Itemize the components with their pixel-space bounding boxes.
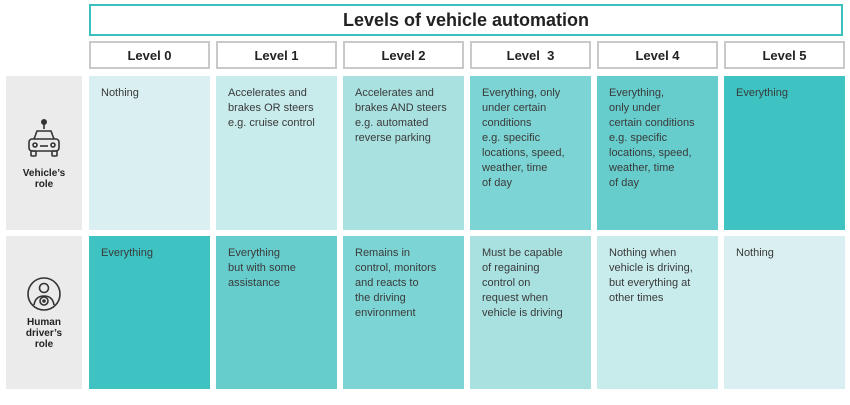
vehicle-role-label: Vehicle’s role [6, 76, 82, 230]
level-5-header: Level 5 [724, 41, 845, 69]
driver-level-5-cell: Nothing [724, 236, 845, 389]
vehicle-level-3-cell: Everything, only under certain condition… [470, 76, 591, 230]
driver-icon [27, 276, 61, 311]
level-0-header: Level 0 [89, 41, 210, 69]
level-4-header: Level 4 [597, 41, 718, 69]
driver-level-2-cell: Remains in control, monitors and reacts … [343, 236, 464, 389]
driver-role-label: Human driver’s role [6, 236, 82, 389]
driver-level-0-cell: Everything [89, 236, 210, 389]
driver-level-1-cell: Everything but with some assistance [216, 236, 337, 389]
vehicle-role-text: Vehicle’s role [22, 167, 66, 190]
level-3-header: Level 3 [470, 41, 591, 69]
level-1-header: Level 1 [216, 41, 337, 69]
driver-role-text: Human driver’s role [25, 316, 63, 350]
vehicle-level-4-cell: Everything, only under certain condition… [597, 76, 718, 230]
vehicle-level-2-cell: Accelerates and brakes AND steers e.g. a… [343, 76, 464, 230]
vehicle-level-0-cell: Nothing [89, 76, 210, 230]
car-icon [28, 118, 60, 157]
vehicle-level-1-cell: Accelerates and brakes OR steers e.g. cr… [216, 76, 337, 230]
driver-level-3-cell: Must be capable of regaining control on … [470, 236, 591, 389]
level-2-header: Level 2 [343, 41, 464, 69]
diagram-title: Levels of vehicle automation [89, 4, 843, 36]
driver-level-4-cell: Nothing when vehicle is driving, but eve… [597, 236, 718, 389]
vehicle-level-5-cell: Everything [724, 76, 845, 230]
